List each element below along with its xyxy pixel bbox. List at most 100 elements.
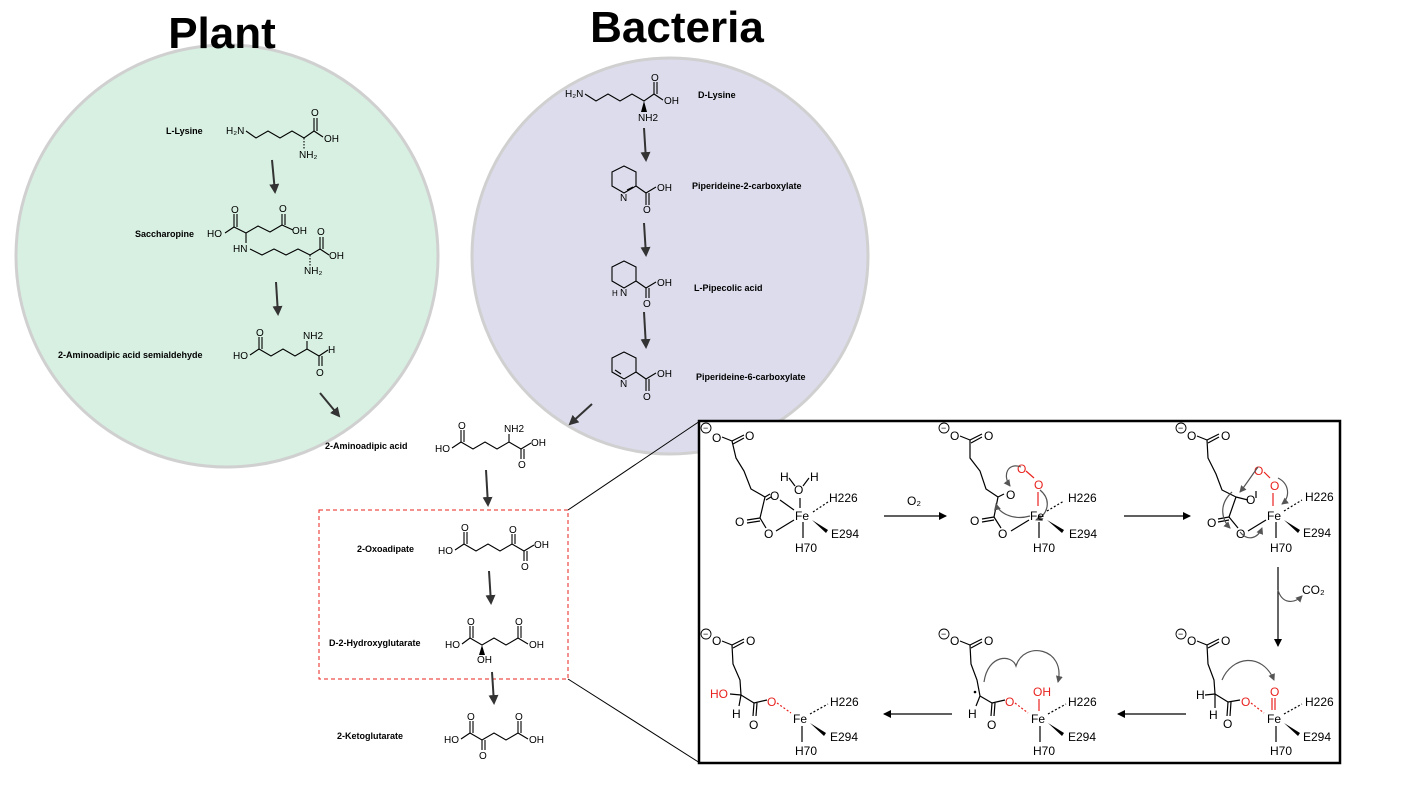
zoom-line-top: [567, 420, 701, 511]
mech2-o-top2: O: [984, 429, 993, 443]
mech4-o-red: O: [1241, 695, 1250, 709]
ketoglutarate-structure: 2-Ketoglutarate HO O O O OH: [337, 712, 544, 762]
mech6-charge: −: [703, 629, 708, 639]
oxoadipate-o2: O: [509, 525, 517, 536]
oxoadipate-o1: O: [461, 523, 469, 534]
mech-co2-label: CO₂: [1302, 583, 1325, 597]
hydroxyglutarate-label: D-2-Hydroxyglutarate: [329, 638, 421, 648]
mech6-h70: H70: [795, 744, 817, 758]
mech4-fe: Fe: [1267, 712, 1281, 726]
mech-o2-label: O₂: [907, 494, 921, 508]
arrow-p2c-pipecolic: [640, 222, 651, 257]
d-lysine-nh2: NH2: [638, 113, 658, 124]
oxoadipate-ho: HO: [438, 546, 453, 557]
mech2-e294: E294: [1069, 527, 1097, 541]
mech5-e294: E294: [1068, 730, 1096, 744]
mech4-h2: H: [1209, 708, 1218, 722]
mech-step-5: − O O H O O OH Fe H226 E294 H70: [938, 628, 1097, 758]
mech5-o-top1: O: [950, 634, 959, 648]
ketoglutarate-label: 2-Ketoglutarate: [337, 731, 403, 741]
pipecolic-h: H: [612, 289, 618, 298]
p2c-n: N: [620, 193, 627, 204]
mech6-h226: H226: [830, 695, 859, 709]
mech-step-4: − O O H H O O O Fe H226 E294 H70: [1175, 628, 1334, 758]
mech2-o-carboxyl: O: [970, 514, 979, 528]
ketoglutarate-ho: HO: [444, 735, 459, 746]
arrow-oxoadipate-hydroxyglutarate: [485, 570, 496, 605]
mech4-h226: H226: [1305, 695, 1334, 709]
mech1-e294: E294: [831, 527, 859, 541]
mech3-o-top2: O: [1221, 429, 1230, 443]
mech5-h: H: [968, 707, 977, 721]
saccharopine-hn: HN: [233, 244, 247, 255]
ketoglutarate-oh: OH: [529, 735, 544, 746]
mech1-h226: H226: [829, 491, 858, 505]
semialdehyde-o2: O: [316, 368, 324, 379]
d-lysine-h2n: H₂N: [565, 89, 583, 100]
mech1-o-carboxyl: O: [735, 515, 744, 529]
aminoadipic-o2: O: [518, 460, 526, 471]
saccharopine-o1: O: [231, 205, 239, 216]
mech6-e294: E294: [830, 730, 858, 744]
l-lysine-structure: L-Lysine H₂N O OH NH₂: [166, 108, 339, 161]
saccharopine-label: Saccharopine: [135, 229, 194, 239]
mech5-o-carboxyl: O: [987, 718, 996, 732]
mech4-h70: H70: [1270, 744, 1292, 758]
d-lysine-structure: H₂N O OH NH2 D-Lysine: [565, 73, 736, 124]
arrow-aminoadipic-oxoadipate: [482, 469, 493, 507]
aminoadipic-ho: HO: [435, 444, 450, 455]
mech1-h70: H70: [795, 541, 817, 555]
mech2-o-keto: O: [1006, 488, 1015, 502]
mech4-o-oxo: O: [1270, 685, 1279, 699]
mech1-h2: H: [810, 470, 819, 484]
semialdehyde-h: H: [328, 345, 335, 356]
zoom-line-bottom: [567, 678, 701, 764]
l-lysine-h2n: H₂N: [226, 126, 244, 137]
l-lysine-nh2: NH₂: [299, 150, 317, 161]
ketoglutarate-o3: O: [515, 712, 523, 723]
hydroxyglutarate-structure: D-2-Hydroxyglutarate HO O OH O OH: [329, 617, 544, 666]
aminoadipic-label: 2-Aminoadipic acid: [325, 441, 408, 451]
mech-step-6: − O O HO H O O Fe H226 E294 H70: [700, 628, 859, 758]
mech5-fe: Fe: [1031, 712, 1045, 726]
semialdehyde-nh2: NH2: [303, 331, 323, 342]
p6c-n: N: [620, 379, 627, 390]
mech1-o-top1: O: [712, 431, 721, 445]
saccharopine-o2: O: [279, 204, 287, 215]
mech1-fe: Fe: [795, 509, 809, 523]
mech1-o-top2: O: [745, 429, 754, 443]
mech3-o-bridge: O: [1246, 493, 1255, 507]
d-lysine-oh: OH: [664, 96, 679, 107]
aminoadipic-structure: 2-Aminoadipic acid HO O NH2 OH O: [325, 421, 546, 471]
plant-title: Plant: [168, 9, 276, 58]
mech3-o-top1: O: [1187, 429, 1196, 443]
mech4-o-carboxyl: O: [1223, 717, 1232, 731]
semialdehyde-label: 2-Aminoadipic acid semialdehyde: [58, 350, 203, 360]
ketoglutarate-o2: O: [479, 751, 487, 762]
arrow-lysine-saccharopine: [269, 159, 280, 194]
mech3-charge: −: [1178, 423, 1183, 433]
l-lysine-o: O: [311, 108, 319, 119]
p2c-label: Piperideine-2-carboxylate: [692, 181, 802, 191]
semialdehyde-structure: 2-Aminoadipic acid semialdehyde H O O NH2…: [58, 328, 335, 379]
mech2-o-red1: O: [1017, 462, 1026, 476]
l-lysine-oh: OH: [324, 134, 339, 145]
mech-step-1: − O O O O O H O H Fe H226 E294 H70: [700, 422, 859, 555]
mech3-fe: Fe: [1267, 509, 1281, 523]
mech3-o-lig: O: [1236, 527, 1245, 541]
pipecolic-oh: OH: [657, 278, 672, 289]
arrow-semialdehyde-aminoadipic: [319, 392, 341, 418]
p2c-oh: OH: [657, 183, 672, 194]
mech2-h226: H226: [1068, 491, 1097, 505]
l-lysine-label: L-Lysine: [166, 126, 203, 136]
mech2-o-lig: O: [998, 527, 1007, 541]
mech5-oh-red: OH: [1033, 685, 1051, 699]
mech1-o-keto: O: [770, 489, 779, 503]
arrow-saccharopine-semialdehyde: [272, 281, 283, 316]
mech-step-2: − O O O O O O O Fe H226 E294 H70: [938, 422, 1097, 555]
semialdehyde-o1: O: [256, 328, 264, 339]
arrow-pipecolic-p6c: [640, 311, 651, 349]
mech4-o-top1: O: [1187, 634, 1196, 648]
mech6-o-red: O: [767, 695, 776, 709]
